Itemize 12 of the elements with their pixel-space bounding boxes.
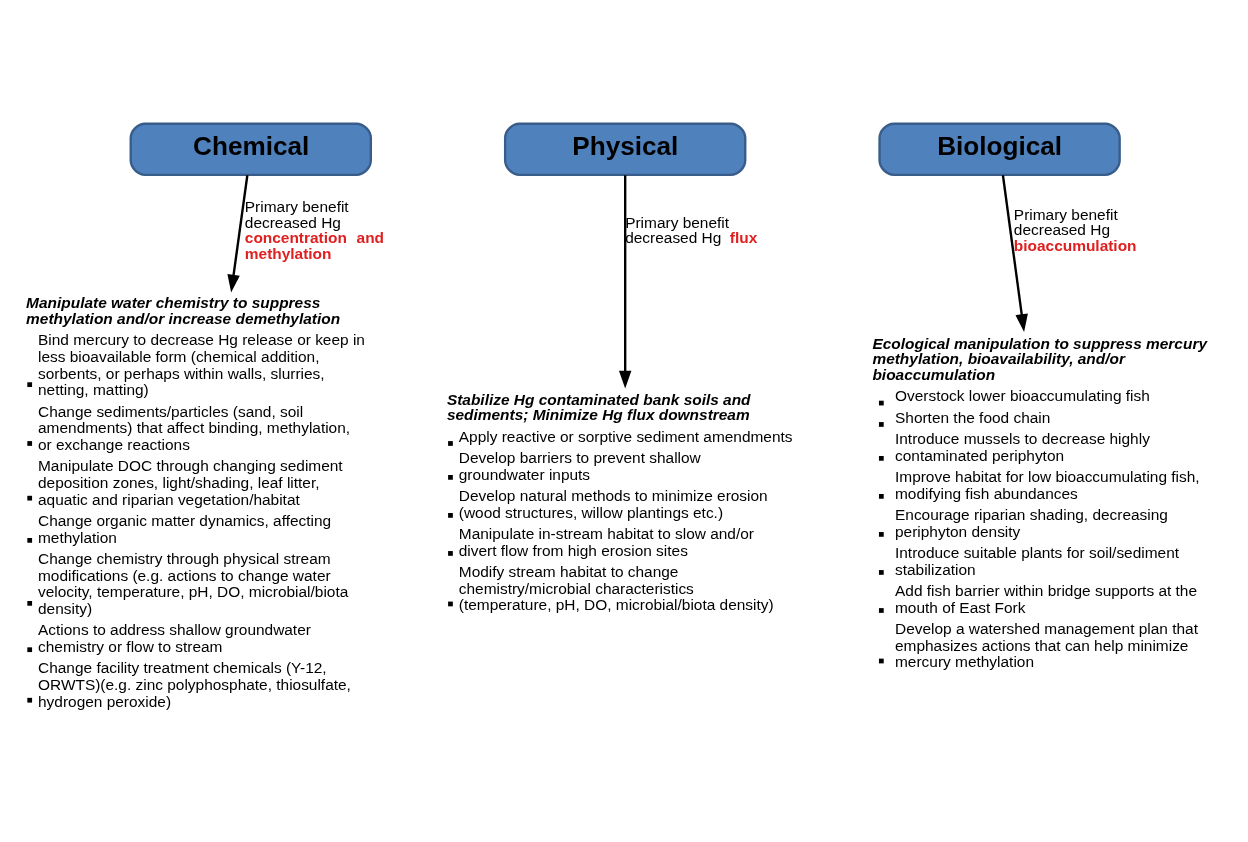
arrow xyxy=(227,174,249,292)
node-box: Chemical xyxy=(129,122,372,176)
edge-label: Primary benefit decreased Hg flux xyxy=(625,213,758,246)
arrow xyxy=(1001,174,1028,332)
node-text: Ecological manipulation to suppress mercury methylation, bioavailability, and/or bioaccumulation Overstock lower bioaccumulating fish Shorten the food chain Introduce mussels to decrease highly contaminated periphyton Improve habitat for low bioaccumulating fish, modifying fish abundances Encourage riparian shading, decreasing periphyton density Introduce suitable plants for soil/sediment stabilization Add fish barrier within bridge supports at the mouth of East Fork Develop a watershed management plan that emphasizes actions that can help minimize mercury methylation xyxy=(872,334,1207,670)
node-box: Physical xyxy=(503,122,747,176)
node-box: Biological xyxy=(878,122,1121,176)
node-text: Manipulate water chemistry to suppress methylation and/or increase demethylation Bind mercury to decrease Hg release or keep in less bioavailable form (chemical addition, sorbents, or perhaps within walls, slurries, netting, matting) Change sediments/particles (sand, soil amendments) that affect binding, methylation, or exchange reactions Manipulate DOC through changing sediment deposition zones, light/shading, leaf litter, aquatic and riparian vegetation/habitat Change organic matter dynamics, affecting methylation Change chemistry through physical stream modifications (e.g. actions to change water velocity, temperature, pH, DO, microbial/biota density) Actions to address shallow groundwater chemistry or flow to stream Change facility treatment chemicals (Y-12, ORWTS)(e.g. zinc polyphosphate, thiosulfate, hydrogen peroxide) xyxy=(26,293,365,710)
edge-label: Primary benefit decreased Hg bioaccumulation xyxy=(1013,205,1137,254)
node-text: Stabilize Hg contaminated bank soils and sediments; Minimize Hg flux downstream Apply reactive or sorptive sediment amendments Develop barriers to prevent shallow groundwater inputs Develop natural methods to minimize erosion (wood structures, willow plantings etc.) Manipulate in-stream habitat to slow and/or divert flow from high erosion sites Modify stream habitat to change chemistry/microbial characteristics (temperature, pH, DO, microbial/biota density) xyxy=(446,390,793,613)
edge-label: Primary benefit decreased Hg concentration and methylation xyxy=(244,197,385,262)
arrow xyxy=(618,174,632,389)
